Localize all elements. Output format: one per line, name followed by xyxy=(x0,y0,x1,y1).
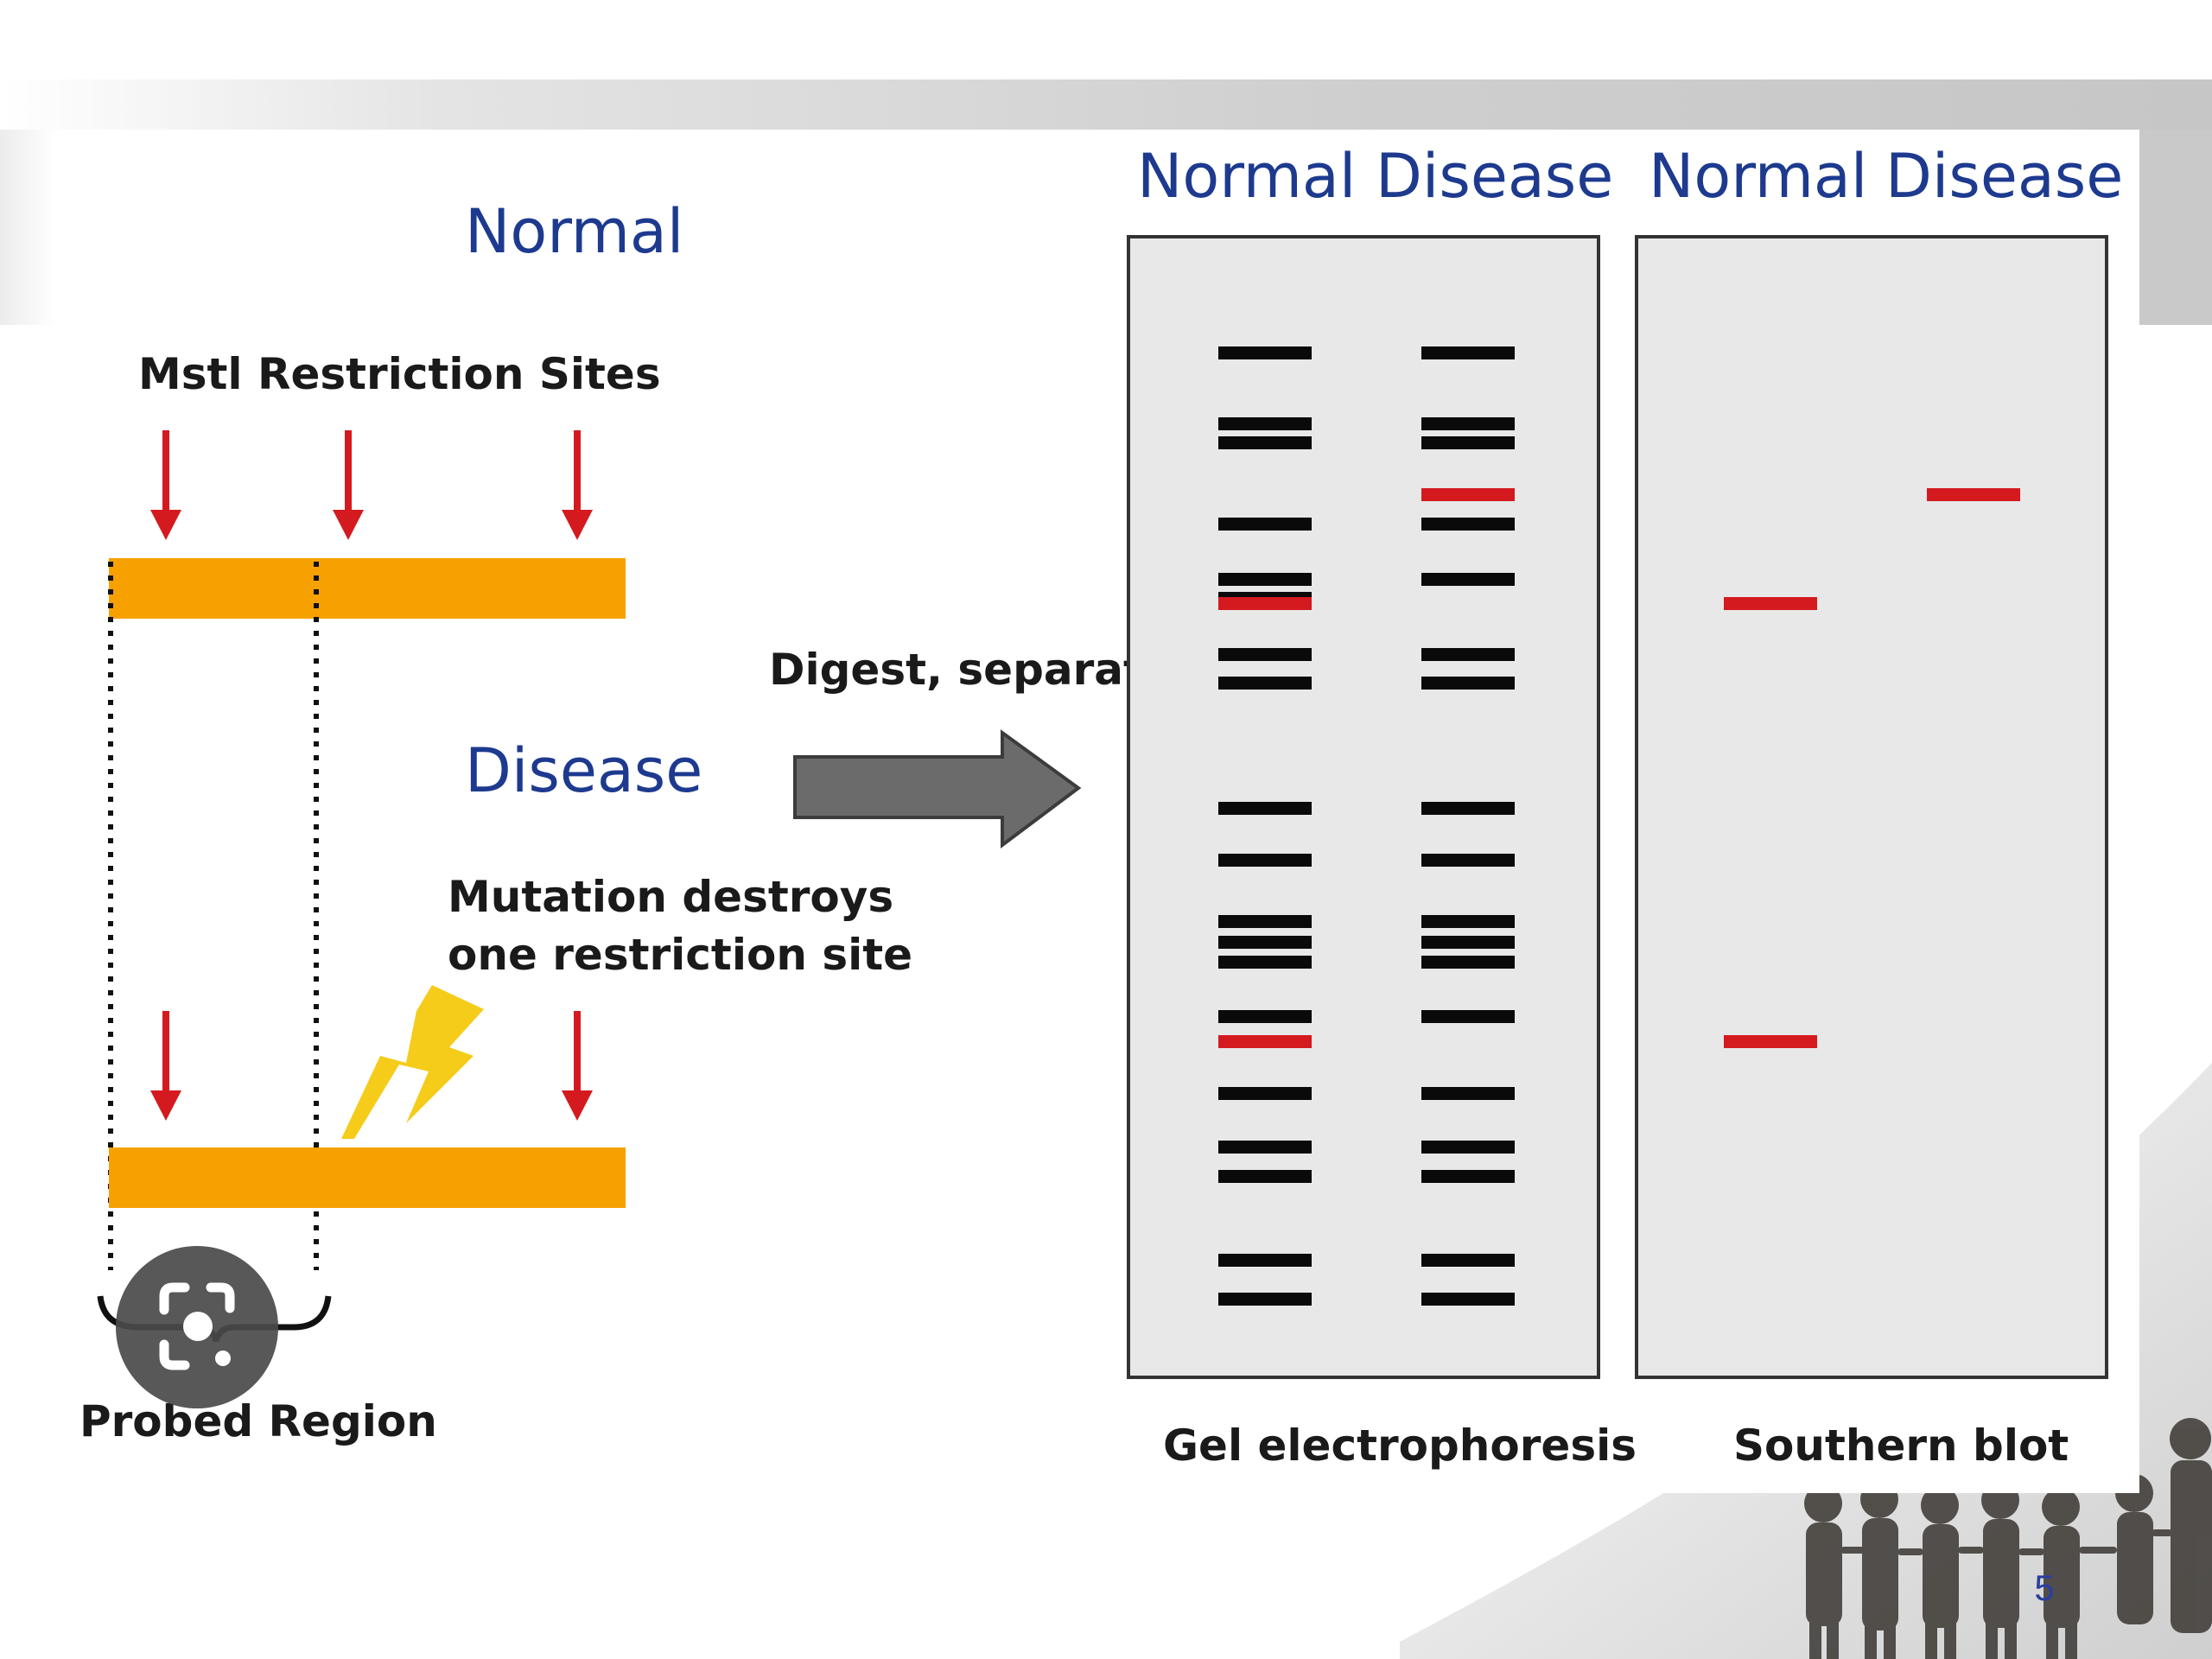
gel-band-disease xyxy=(1421,1010,1515,1023)
arrowhead-icon xyxy=(333,510,364,540)
gel-band-disease xyxy=(1421,956,1515,969)
gel-band-disease xyxy=(1421,1087,1515,1100)
process-arrow-icon xyxy=(793,729,1082,849)
gel-band-normal xyxy=(1218,936,1312,949)
gel-band-disease xyxy=(1421,648,1515,661)
gel-band-normal xyxy=(1218,518,1312,531)
gel-caption: Gel electrophoresis xyxy=(1163,1421,1637,1471)
google-lens-button[interactable] xyxy=(116,1246,278,1408)
blot-normal-header: Normal xyxy=(1649,141,1867,212)
gel-band-normal xyxy=(1218,915,1312,928)
gel-band-normal xyxy=(1218,854,1312,867)
gel-normal-header: Normal xyxy=(1137,141,1356,212)
gel-band-disease xyxy=(1421,677,1515,690)
restriction-sites-label: Mstl Restriction Sites xyxy=(138,349,661,399)
gel-probe-band-disease xyxy=(1421,488,1515,501)
gel-disease-header: Disease xyxy=(1376,141,1613,212)
blot-caption: Southern blot xyxy=(1733,1421,2069,1471)
gel-band-disease xyxy=(1421,417,1515,430)
gel-bands xyxy=(1218,346,1515,1306)
gel-band-normal xyxy=(1218,1087,1312,1100)
gel-band-normal xyxy=(1218,1141,1312,1154)
gel-band-normal xyxy=(1218,648,1312,661)
people-silhouettes-image xyxy=(1804,1418,2212,1659)
normal-dna-strand xyxy=(109,558,626,619)
gel-band-disease xyxy=(1421,915,1515,928)
gel-band-normal xyxy=(1218,346,1312,359)
gel-band-disease xyxy=(1421,1170,1515,1183)
arrowhead-icon xyxy=(562,510,593,540)
gel-band-disease xyxy=(1421,936,1515,949)
google-lens-icon[interactable] xyxy=(159,1282,235,1370)
process-arrow-label: Digest, separate xyxy=(769,645,1173,695)
gel-band-normal xyxy=(1218,1010,1312,1023)
page-number: 5 xyxy=(2034,1567,2055,1608)
gel-band-disease xyxy=(1421,573,1515,586)
blot-band-disease xyxy=(1927,488,2020,501)
probed-region-label: Probed Region xyxy=(79,1396,437,1446)
lightning-bolt-icon xyxy=(341,985,484,1139)
gel-band-normal xyxy=(1218,677,1312,690)
arrowhead-icon xyxy=(150,510,181,540)
restriction-site-arrows-normal xyxy=(150,430,593,540)
blot-box xyxy=(1635,235,2108,1379)
gel-band-disease xyxy=(1421,436,1515,449)
blot-bands xyxy=(1724,488,2020,1048)
disease-dna-strand xyxy=(109,1147,626,1208)
gel-band-normal xyxy=(1218,436,1312,449)
lens-dot-small[interactable] xyxy=(215,1351,231,1366)
arrowhead-icon xyxy=(562,1090,593,1121)
gel-band-disease xyxy=(1421,1141,1515,1154)
mutation-note-line-1: Mutation destroys xyxy=(448,872,893,922)
disease-dna-title: Disease xyxy=(465,735,702,806)
gel-band-disease xyxy=(1421,1254,1515,1267)
restriction-site-arrows-disease xyxy=(150,1011,593,1121)
mutation-note-line-2: one restriction site xyxy=(448,930,912,980)
slide-top-band xyxy=(0,79,2212,130)
gel-band-disease xyxy=(1421,518,1515,531)
gel-probe-band-normal xyxy=(1218,597,1312,610)
slide-left-band xyxy=(0,130,55,325)
gel-box xyxy=(1127,235,1600,1379)
blot-disease-header: Disease xyxy=(1885,141,2123,212)
arrowhead-icon xyxy=(150,1090,181,1121)
blot-band-normal xyxy=(1724,1035,1817,1048)
lens-dot[interactable] xyxy=(183,1312,213,1341)
gel-band-disease xyxy=(1421,854,1515,867)
gel-band-disease xyxy=(1421,1293,1515,1306)
blot-band-normal xyxy=(1724,597,1817,610)
normal-dna-title: Normal xyxy=(465,196,683,267)
gel-band-disease xyxy=(1421,802,1515,815)
gel-band-normal xyxy=(1218,1170,1312,1183)
gel-band-normal xyxy=(1218,1254,1312,1267)
gel-band-disease xyxy=(1421,346,1515,359)
gel-band-normal xyxy=(1218,956,1312,969)
gel-band-normal xyxy=(1218,417,1312,430)
gel-band-normal xyxy=(1218,802,1312,815)
gel-band-normal xyxy=(1218,1293,1312,1306)
gel-band-normal xyxy=(1218,573,1312,586)
gel-probe-band-normal xyxy=(1218,1035,1312,1048)
slide-right-band xyxy=(2139,130,2212,325)
